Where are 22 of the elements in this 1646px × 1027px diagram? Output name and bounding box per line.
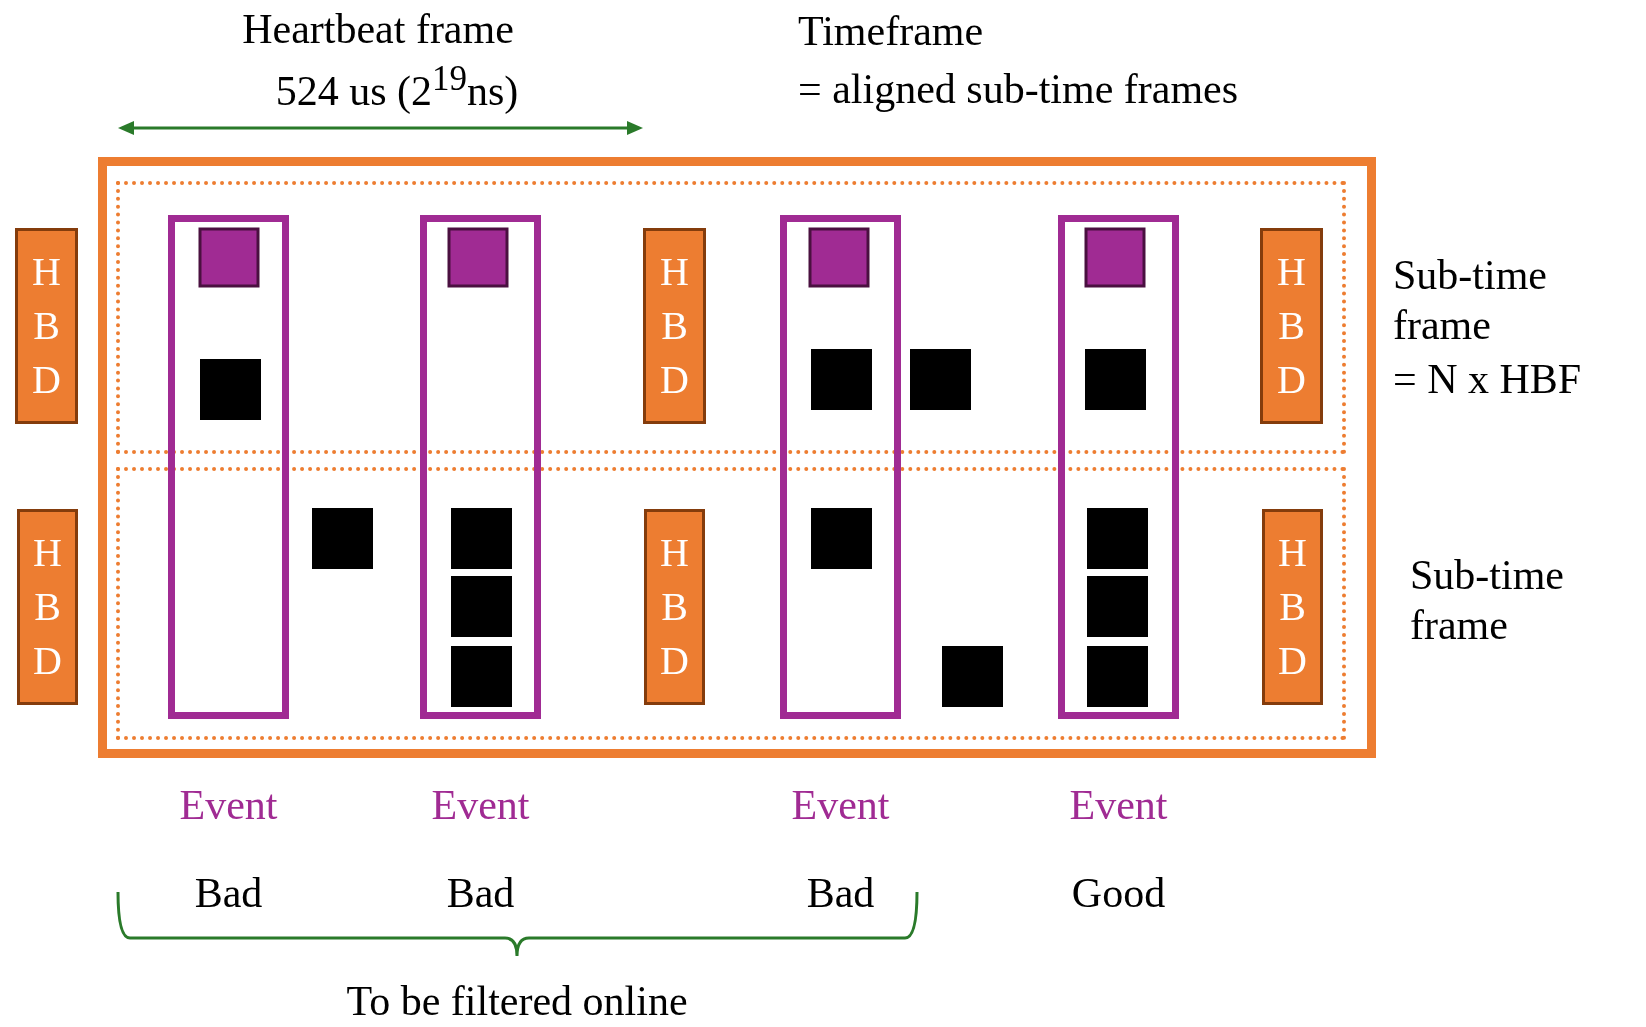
quality-label: Good (1071, 869, 1166, 918)
frame-label: Timeframe (798, 7, 984, 56)
dimension-label: 524 us (2$^{19}$ns) (275, 58, 519, 116)
hbd-block: H B D (15, 228, 78, 424)
frame-label: = aligned sub-time frames (798, 65, 1239, 114)
frame-label: Sub-time frame (1410, 551, 1565, 651)
frame-label: = N x HBF (1393, 355, 1583, 404)
event-label: Event (791, 781, 890, 830)
event-label: Event (179, 781, 278, 830)
hbd-block: H B D (644, 509, 705, 705)
hbd-block: H B D (1262, 509, 1323, 705)
quality-label: Bad (194, 869, 263, 918)
hbd-block: H B D (17, 509, 78, 705)
hbd-block: H B D (1260, 228, 1323, 424)
hbd-block: H B D (643, 228, 706, 424)
quality-label: Bad (806, 869, 875, 918)
bracket-label: To be filtered online (346, 977, 688, 1026)
quality-label: Bad (446, 869, 515, 918)
event-label: Event (431, 781, 530, 830)
dimension-label: Heartbeat frame (242, 5, 514, 54)
frame-label: Sub-time frame (1393, 251, 1548, 351)
event-label: Event (1069, 781, 1168, 830)
